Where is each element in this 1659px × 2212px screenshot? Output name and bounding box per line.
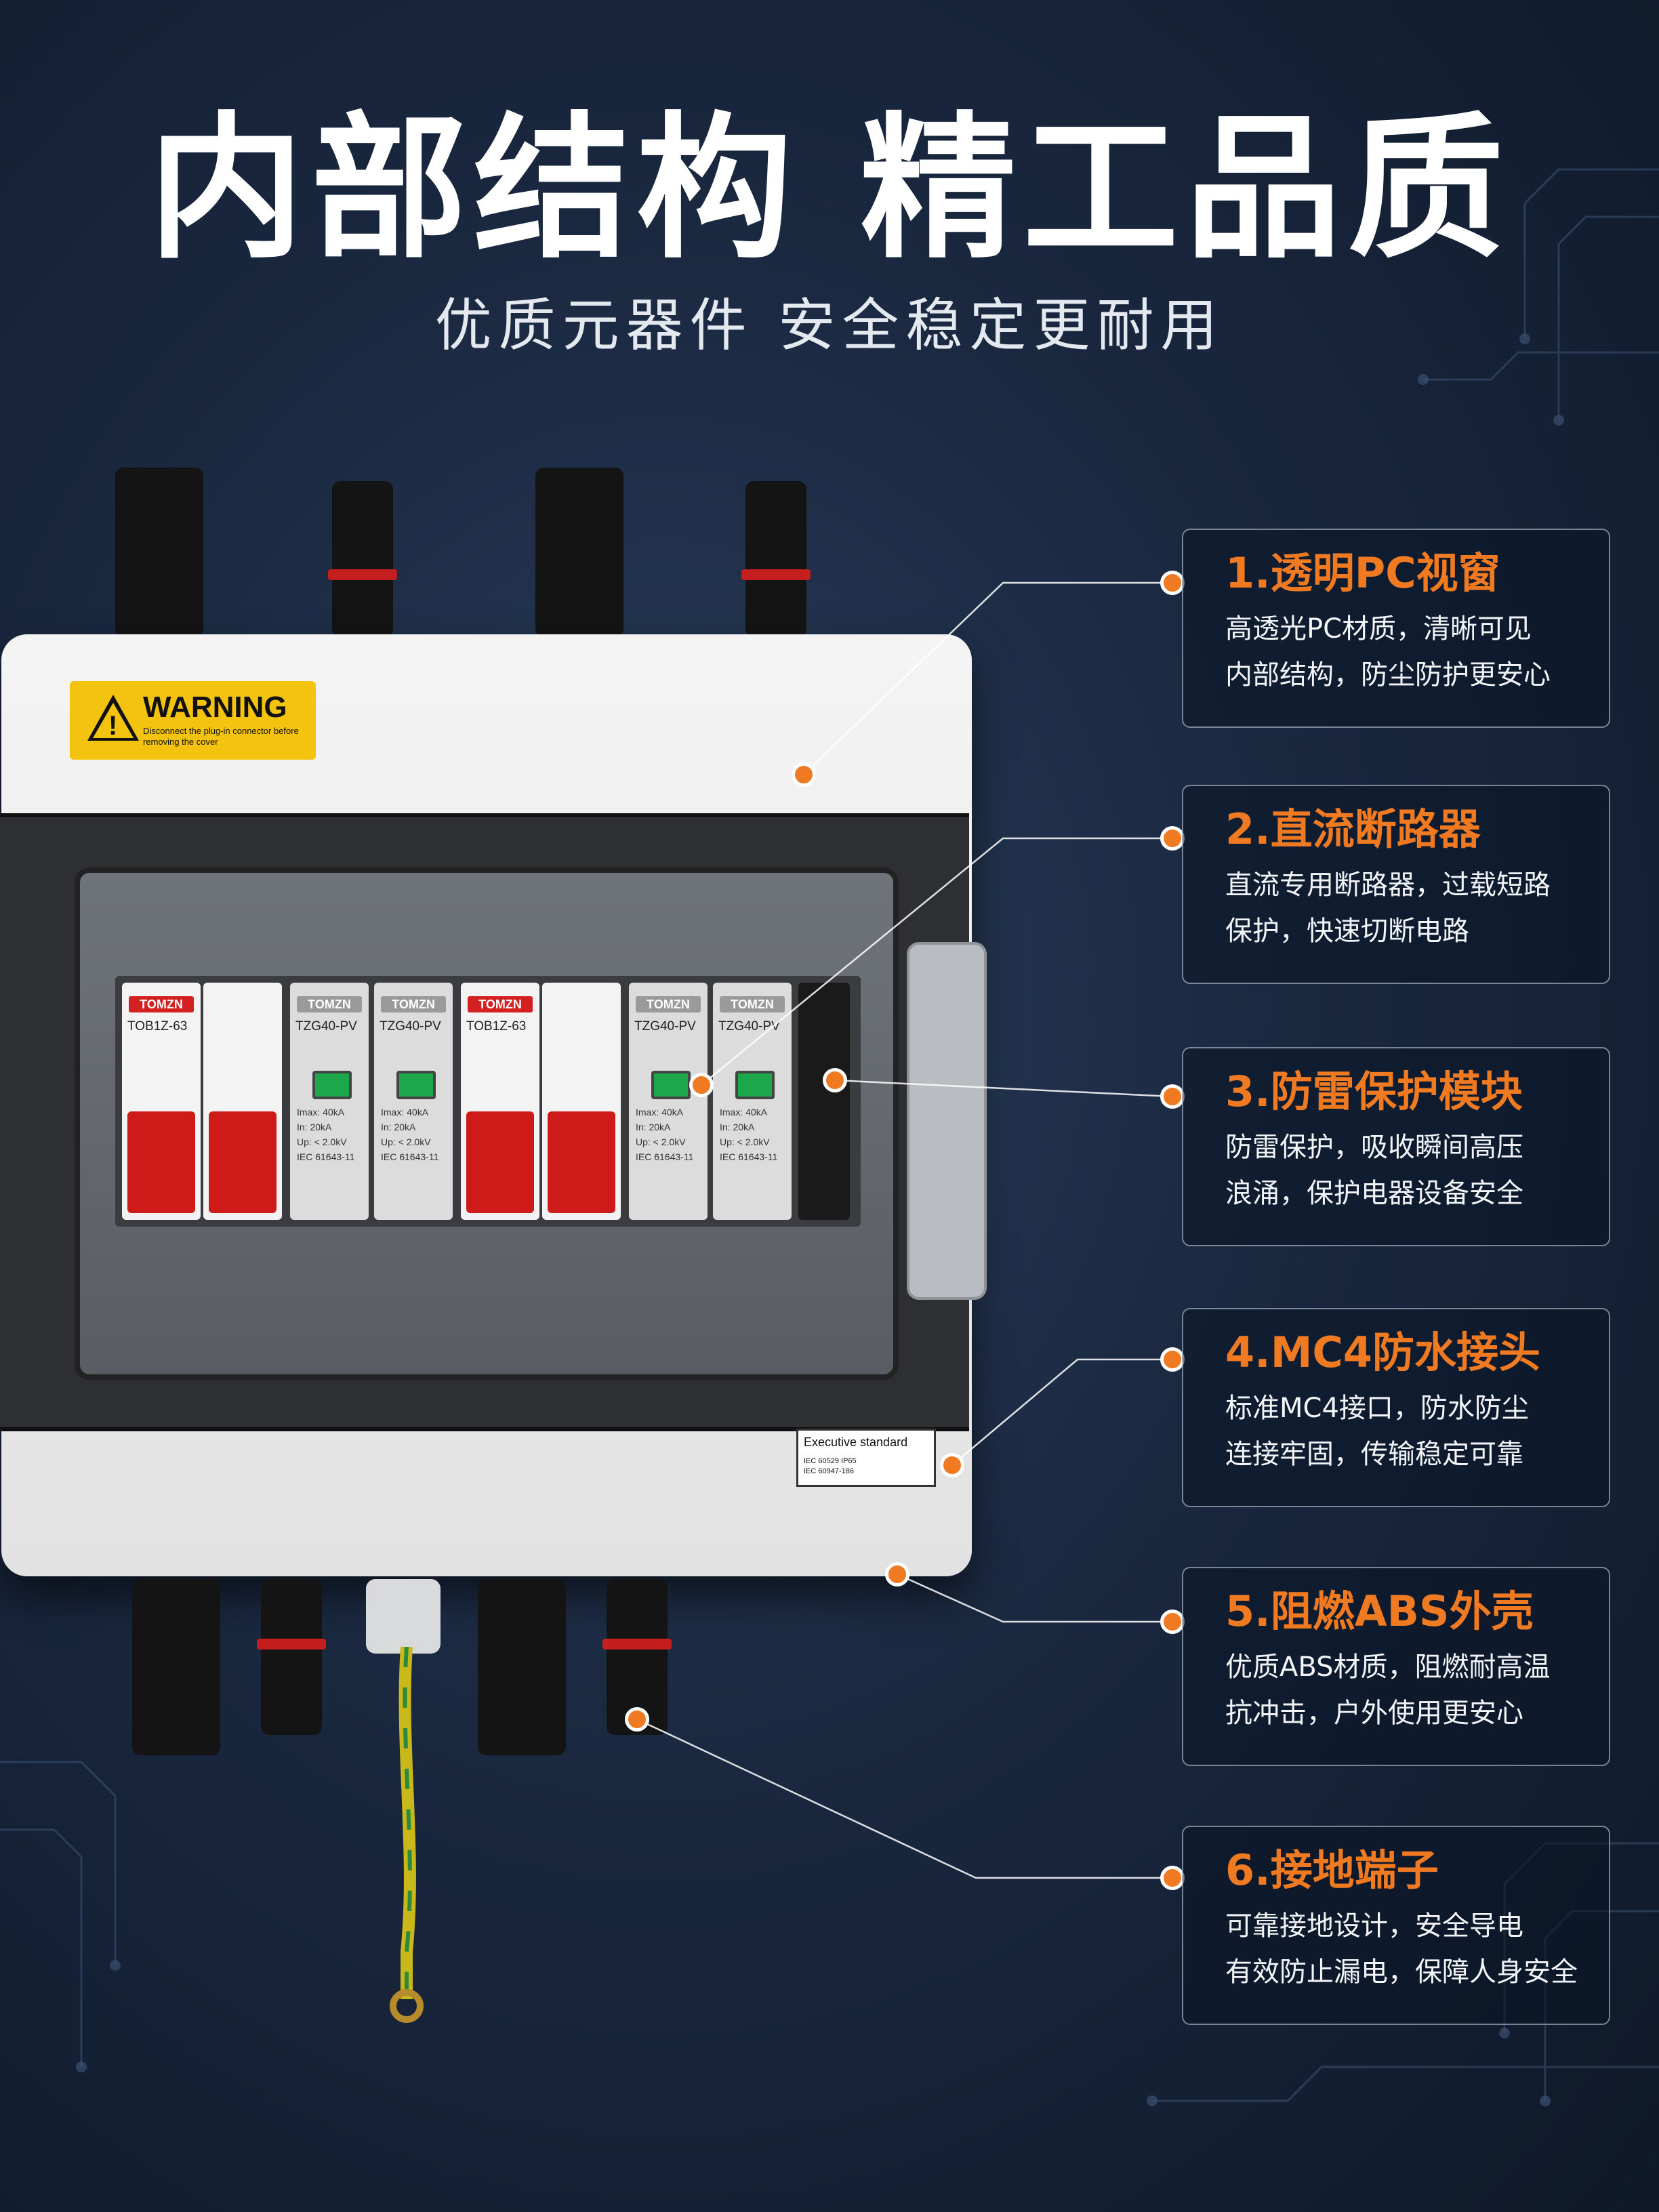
status-indicator-icon xyxy=(396,1071,436,1099)
feature-title: 3.防雷保护模块 xyxy=(1225,1067,1523,1116)
warning-title: WARNING xyxy=(143,691,287,724)
warning-label: ! WARNING Disconnect the plug-in connect… xyxy=(70,681,316,760)
connector-seal-ring xyxy=(602,1639,672,1650)
feature-desc: 高透光PC材质，清晰可见 xyxy=(1225,613,1532,644)
feature-desc: 有效防止漏电，保障人身安全 xyxy=(1225,1957,1578,1988)
connector-seal-ring xyxy=(257,1639,326,1650)
mc4-connector-bottom-3 xyxy=(478,1579,566,1755)
feature-desc: 直流专用断路器，过载短路 xyxy=(1225,869,1551,901)
feature-callout-6: 6.接地端子 可靠接地设计，安全导电 有效防止漏电，保障人身安全 xyxy=(1182,1826,1610,2025)
feature-callout-3: 3.防雷保护模块 防雷保护，吸收瞬间高压 浪涌，保护电器设备安全 xyxy=(1182,1047,1610,1246)
status-indicator-icon xyxy=(651,1071,691,1099)
mc4-connector-top-3 xyxy=(535,468,623,637)
dc-breaker-1-pole-2 xyxy=(203,983,282,1220)
brand-tag: TOMZN xyxy=(720,996,785,1012)
feature-desc: 标准MC4接口，防水防尘 xyxy=(1225,1393,1529,1424)
feature-desc: 抗冲击，户外使用更安心 xyxy=(1225,1698,1523,1729)
breaker-handle xyxy=(548,1111,615,1213)
feature-callout-1: 1.透明PC视窗 高透光PC材质，清晰可见 内部结构，防尘防护更安心 xyxy=(1182,529,1610,728)
callout-anchor-dot xyxy=(689,1073,714,1097)
breaker-handle xyxy=(209,1111,276,1213)
mc4-connector-bottom-2 xyxy=(261,1579,322,1735)
feature-title: 1.透明PC视窗 xyxy=(1225,548,1500,598)
surge-protector-1: TOMZN TZG40-PV Imax: 40kA In: 20kA Up: <… xyxy=(290,983,369,1220)
page-subheadline: 优质元器件 安全稳定更耐用 xyxy=(434,292,1225,359)
callout-anchor-dot xyxy=(823,1068,847,1092)
callout-anchor-dot xyxy=(940,1453,964,1477)
mc4-connector-top-2 xyxy=(332,481,393,637)
feature-desc: 优质ABS材质，阻燃耐高温 xyxy=(1225,1652,1551,1683)
dc-breaker-2: TOMZN TOB1Z-63 xyxy=(461,983,539,1220)
cable-gland xyxy=(366,1579,441,1654)
feature-callout-4: 4.MC4防水接头 标准MC4接口，防水防尘 连接牢固，传输稳定可靠 xyxy=(1182,1308,1610,1507)
feature-desc: 防雷保护，吸收瞬间高压 xyxy=(1225,1132,1523,1163)
ground-terminal-block xyxy=(798,983,850,1220)
callout-anchor-dot xyxy=(625,1707,649,1732)
surge-protector-4: TOMZN TZG40-PV Imax: 40kA In: 20kA Up: <… xyxy=(713,983,792,1220)
feature-desc: 连接牢固，传输稳定可靠 xyxy=(1225,1439,1523,1470)
breaker-handle xyxy=(127,1111,195,1213)
surge-protector-2: TOMZN TZG40-PV Imax: 40kA In: 20kA Up: <… xyxy=(374,983,453,1220)
brand-tag: TOMZN xyxy=(636,996,701,1012)
brand-tag: TOMZN xyxy=(297,996,362,1012)
connector-seal-ring xyxy=(741,569,811,580)
feature-title: 4.MC4防水接头 xyxy=(1225,1328,1541,1377)
ground-wire xyxy=(390,1647,424,2023)
feature-callout-5: 5.阻燃ABS外壳 优质ABS材质，阻燃耐高温 抗冲击，户外使用更安心 xyxy=(1182,1567,1610,1766)
feature-desc: 内部结构，防尘防护更安心 xyxy=(1225,659,1551,691)
brand-tag: TOMZN xyxy=(468,996,533,1012)
dc-breaker-1: TOMZN TOB1Z-63 xyxy=(122,983,201,1220)
callout-dot xyxy=(1160,571,1185,595)
feature-title: 2.直流断路器 xyxy=(1225,804,1481,854)
breaker-model: TOB1Z-63 xyxy=(127,1019,188,1033)
feature-title: 5.阻燃ABS外壳 xyxy=(1225,1586,1534,1636)
dc-breaker-2-pole-2 xyxy=(542,983,621,1220)
callout-dot xyxy=(1160,1610,1185,1634)
warning-text: Disconnect the plug-in connector before … xyxy=(143,726,299,747)
callout-dot xyxy=(1160,1347,1185,1372)
status-indicator-icon xyxy=(735,1071,775,1099)
standard-label: Executive standard IEC 60529 IP65 IEC 60… xyxy=(796,1429,936,1487)
breaker-handle xyxy=(466,1111,534,1213)
spd-model: TZG40-PV xyxy=(634,1019,696,1033)
brand-tag: TOMZN xyxy=(381,996,446,1012)
callout-dot xyxy=(1160,1084,1185,1109)
mc4-connector-top-1 xyxy=(115,468,203,637)
feature-desc: 保护，快速切断电路 xyxy=(1225,916,1469,947)
spd-model: TZG40-PV xyxy=(295,1019,357,1033)
callout-anchor-dot xyxy=(792,762,816,787)
spd-model: TZG40-PV xyxy=(718,1019,780,1033)
feature-title: 6.接地端子 xyxy=(1225,1845,1439,1895)
page-headline: 内部结构 精工品质 xyxy=(148,99,1511,280)
feature-desc: 可靠接地设计，安全导电 xyxy=(1225,1910,1523,1942)
feature-desc: 浪涌，保护电器设备安全 xyxy=(1225,1178,1523,1209)
connector-seal-ring xyxy=(328,569,397,580)
breaker-model: TOB1Z-63 xyxy=(466,1019,527,1033)
callout-anchor-dot xyxy=(885,1562,909,1586)
spd-model: TZG40-PV xyxy=(380,1019,441,1033)
surge-protector-3: TOMZN TZG40-PV Imax: 40kA In: 20kA Up: <… xyxy=(629,983,708,1220)
status-indicator-icon xyxy=(312,1071,352,1099)
mc4-connector-top-4 xyxy=(745,481,806,637)
mc4-connector-bottom-1 xyxy=(132,1579,220,1755)
lid-latch xyxy=(907,942,987,1300)
brand-tag: TOMZN xyxy=(129,996,194,1012)
callout-dot xyxy=(1160,1866,1185,1890)
callout-dot xyxy=(1160,826,1185,851)
feature-callout-2: 2.直流断路器 直流专用断路器，过载短路 保护，快速切断电路 xyxy=(1182,785,1610,984)
